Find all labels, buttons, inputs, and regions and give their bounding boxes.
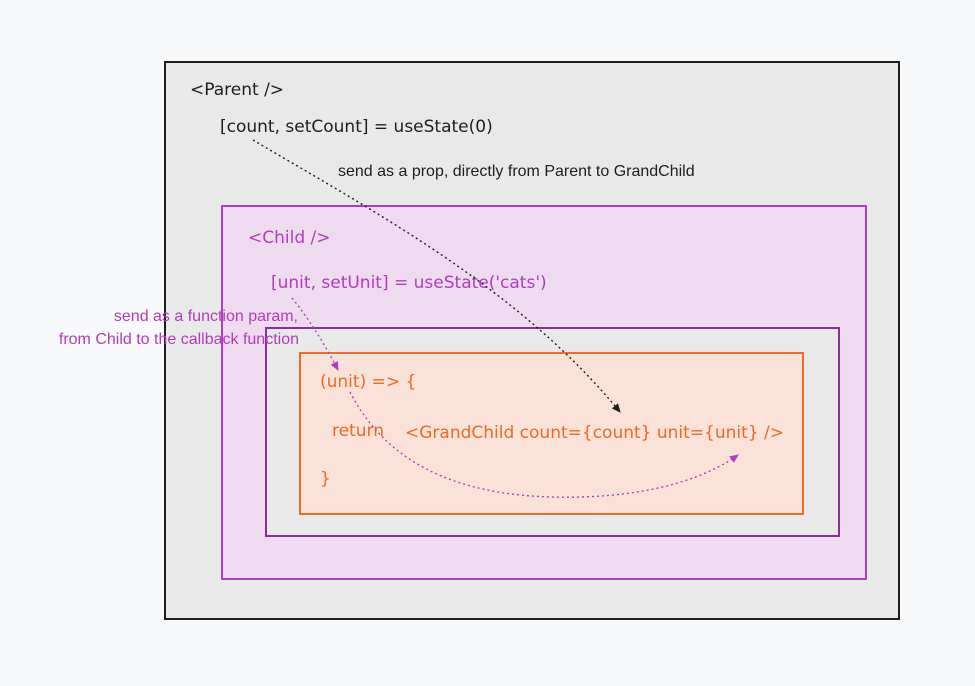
grandchild-element: <GrandChild count={count} unit={unit} /> — [405, 423, 785, 443]
child-state: [unit, setUnit] = useState('cats') — [271, 273, 547, 293]
param-note-line1: send as a function param, — [113, 308, 298, 325]
parent-state: [count, setCount] = useState(0) — [220, 117, 493, 137]
param-note-line2: from Child to the callback function — [58, 331, 299, 348]
parent-tag: <Parent /> — [190, 80, 285, 100]
return-keyword: return — [332, 421, 384, 441]
child-tag: <Child /> — [248, 228, 331, 248]
prop-note: send as a prop, directly from Parent to … — [338, 163, 695, 180]
callback-open: (unit) => { — [320, 372, 417, 392]
callback-close: } — [320, 469, 331, 489]
